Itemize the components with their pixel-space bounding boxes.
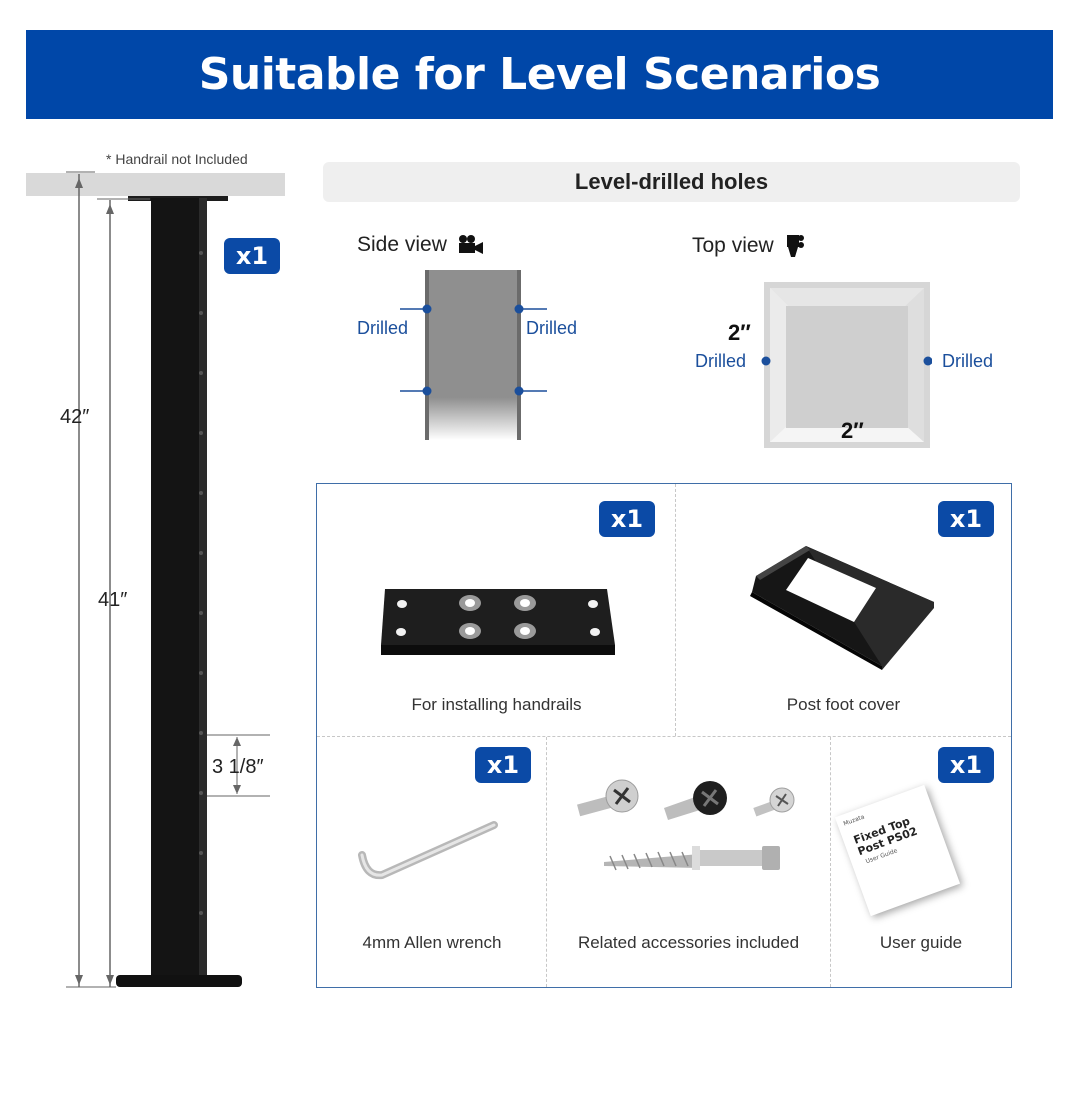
accessories-label: Related accessories included: [577, 933, 800, 952]
banner-title: Suitable for Level Scenarios: [198, 49, 881, 100]
top-view-heading: Top view: [692, 233, 806, 259]
side-view-heading: Side view: [357, 233, 485, 257]
divider: [317, 736, 1011, 737]
cover-quantity-badge: x1: [938, 501, 994, 537]
header-banner: Suitable for Level Scenarios: [26, 30, 1053, 119]
section-title: Level-drilled holes: [574, 169, 769, 194]
package-contents-panel: [316, 483, 1012, 988]
wrench-quantity-badge: x1: [475, 747, 531, 783]
top-view-height: 2″: [728, 320, 751, 345]
divider: [830, 737, 831, 987]
dimension-41: 41″: [98, 589, 128, 611]
divider: [675, 484, 676, 736]
plate-quantity-badge: x1: [599, 501, 655, 537]
top-drilled-right: Drilled: [942, 351, 994, 371]
handrail-note: * Handrail not Included: [106, 151, 248, 167]
video-camera-icon: [458, 235, 483, 254]
top-drilled-left: Drilled: [695, 351, 747, 371]
top-view-diagram: [761, 282, 932, 448]
mounting-plate-icon: [381, 589, 615, 655]
section-title-pill: Level-drilled holes: [323, 162, 1020, 202]
guide-quantity-badge: x1: [938, 747, 994, 783]
top-view-title: Top view: [692, 234, 774, 257]
foot-cover-icon: [750, 546, 934, 670]
guide-label: User guide: [879, 933, 963, 952]
side-view-diagram: [400, 270, 547, 440]
divider: [546, 737, 547, 987]
cover-label: Post foot cover: [786, 695, 901, 714]
plate-label: For installing handrails: [411, 695, 582, 714]
side-drilled-right: Drilled: [526, 318, 578, 338]
post-illustration: [66, 171, 270, 988]
dimension-42: 42″: [60, 406, 90, 428]
dimension-spacing: 3 1/8″: [212, 756, 264, 778]
camera-top-icon: [786, 235, 804, 257]
post-quantity-badge: x1: [224, 238, 280, 274]
screws-icon: [577, 779, 795, 871]
allen-wrench-icon: [358, 821, 498, 880]
side-drilled-left: Drilled: [357, 318, 409, 338]
handrail-illustration: [26, 173, 285, 196]
wrench-label: 4mm Allen wrench: [362, 933, 502, 952]
side-view-title: Side view: [357, 233, 447, 256]
top-view-width: 2″: [841, 418, 864, 443]
